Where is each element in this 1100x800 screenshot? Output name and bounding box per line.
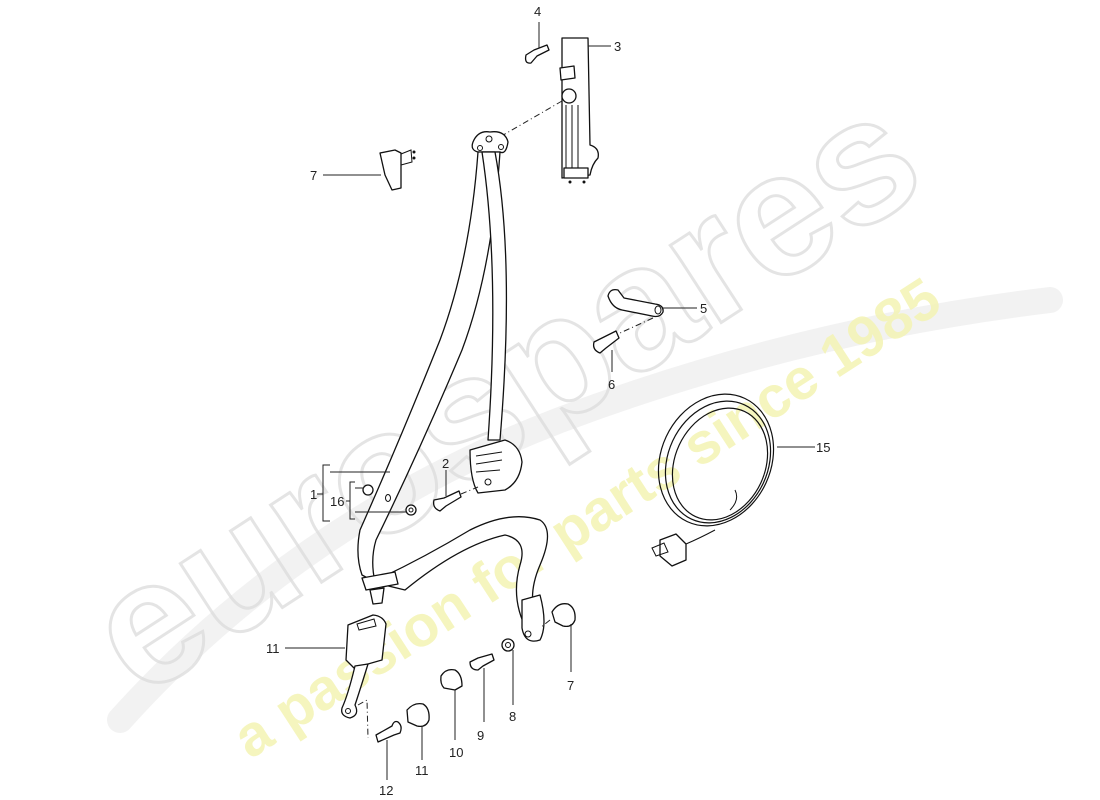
part-10-bolt[interactable] — [469, 653, 495, 671]
part-5-guide-loop[interactable] — [607, 288, 664, 318]
callout-7: 7 — [310, 168, 317, 183]
part-4-bolt[interactable] — [524, 44, 550, 64]
part-1-seat-belt-webbing[interactable] — [357, 131, 549, 642]
watermark: eurospares a passion for parts since 198… — [53, 53, 1063, 771]
retractor[interactable] — [469, 439, 523, 494]
part-11-spacer-lower[interactable] — [406, 702, 430, 728]
callout-12: 11 — [266, 641, 280, 656]
part-16-fasteners[interactable] — [362, 484, 417, 516]
part-8-spacer[interactable] — [551, 603, 576, 628]
callout-10: 9 — [477, 728, 484, 743]
callout-9: 8 — [509, 709, 516, 724]
part-13-bolt[interactable] — [375, 720, 402, 743]
callout-6: 6 — [608, 377, 615, 392]
part-2-bolt[interactable] — [432, 490, 462, 512]
callout-1: 1 — [310, 487, 317, 502]
part-7-cover[interactable] — [379, 149, 416, 191]
part-6-bolt[interactable] — [592, 330, 620, 354]
callout-11a: 10 — [449, 745, 463, 760]
callout-8: 7 — [567, 678, 574, 693]
part-3-height-adjuster[interactable] — [559, 37, 599, 184]
callout-2: 2 — [442, 456, 449, 471]
part-11-cap-upper[interactable] — [440, 668, 463, 691]
part-12-buckle[interactable] — [341, 614, 387, 719]
part-9-washer[interactable] — [501, 638, 515, 652]
callout-4: 4 — [534, 4, 541, 19]
callout-5: 5 — [700, 301, 707, 316]
callout-13: 12 — [379, 783, 393, 798]
callout-3: 3 — [614, 39, 621, 54]
callout-11b: 11 — [415, 763, 429, 778]
callout-16: 16 — [330, 494, 344, 509]
callout-15: 15 — [816, 440, 830, 455]
part-15-wiring-harness[interactable] — [637, 375, 794, 567]
